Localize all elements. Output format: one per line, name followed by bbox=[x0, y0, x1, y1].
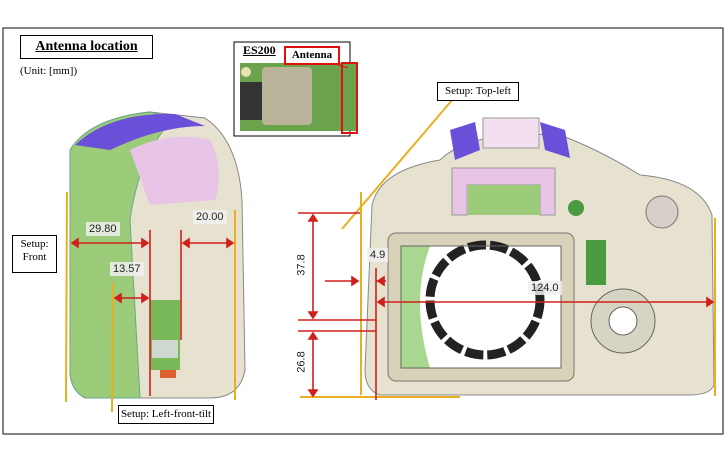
dimension-13-57: 13.57 bbox=[110, 262, 144, 276]
dimension-37-8: 37.8 bbox=[295, 254, 308, 276]
es200-module-photo bbox=[233, 41, 358, 137]
setup-top-left-label: Setup: Top-left bbox=[437, 82, 519, 101]
setup-lines bbox=[65, 98, 716, 413]
setup-left-front-tilt-label: Setup: Left-front-tilt bbox=[118, 405, 214, 424]
outer-frame bbox=[2, 27, 724, 435]
dimension-4-9: 4.9 bbox=[367, 248, 389, 262]
setup-front-label: Setup: Front bbox=[12, 235, 57, 273]
dimension-26-8: 26.8 bbox=[295, 351, 308, 373]
dimension-29-80: 29.80 bbox=[86, 222, 120, 236]
camera-side-view bbox=[69, 111, 246, 399]
dimension-lines bbox=[70, 212, 715, 400]
antenna-label: Antenna bbox=[284, 46, 340, 65]
camera-back-view bbox=[364, 117, 715, 396]
module-name: ES200 bbox=[243, 43, 276, 57]
unit-label: (Unit: [mm]) bbox=[20, 65, 78, 77]
dimension-20-00: 20.00 bbox=[193, 210, 227, 224]
page-title: Antenna location bbox=[20, 35, 153, 59]
antenna-highlight bbox=[341, 62, 358, 134]
dimension-124-0: 124.0 bbox=[528, 281, 562, 295]
